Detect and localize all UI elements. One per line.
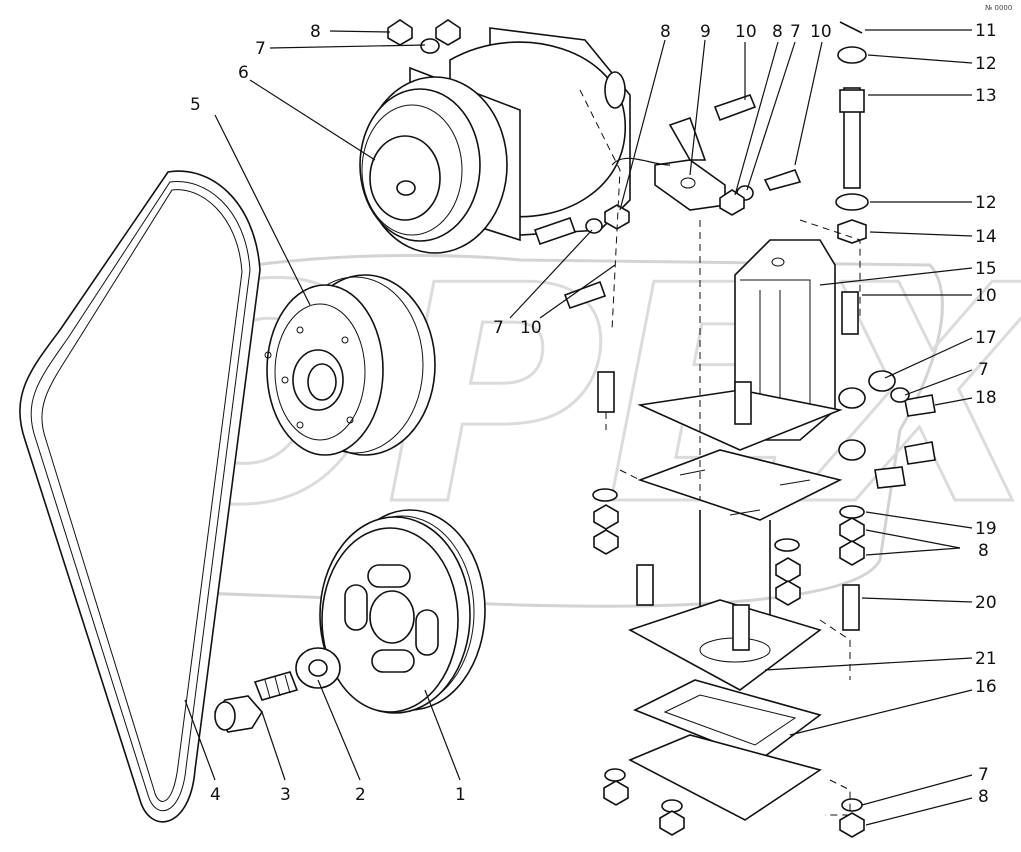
callout-8: 8 <box>978 541 989 561</box>
nuts-8 <box>387 19 865 838</box>
callout-2: 2 <box>355 785 366 805</box>
callout-12: 12 <box>975 54 997 74</box>
washer-2 <box>295 647 341 689</box>
leader-lines <box>184 29 973 826</box>
bolt-20 <box>636 564 860 651</box>
bolt-3 <box>214 671 299 733</box>
callout-4: 4 <box>210 785 221 805</box>
pulley-1 <box>319 509 486 714</box>
corner-mark: № 0000 <box>985 4 1012 12</box>
callout-8: 8 <box>772 22 783 42</box>
callout-20: 20 <box>975 593 997 613</box>
callout-7: 7 <box>978 765 989 785</box>
callout-10: 10 <box>810 22 832 42</box>
callout-17: 17 <box>975 328 997 348</box>
callout-10: 10 <box>735 22 757 42</box>
compressor-pulley-5 <box>264 274 436 456</box>
callout-14: 14 <box>975 227 997 247</box>
callout-16: 16 <box>975 677 997 697</box>
callout-7: 7 <box>493 318 504 338</box>
callout-18: 18 <box>975 388 997 408</box>
bolt-10-group <box>533 94 859 425</box>
callout-6: 6 <box>238 63 249 83</box>
compressor-6 <box>359 27 631 254</box>
watermark-text: OPEX <box>130 222 1021 571</box>
callout-7: 7 <box>978 360 989 380</box>
callout-13: 13 <box>975 86 997 106</box>
callout-12: 12 <box>975 193 997 213</box>
bottom-plate <box>628 734 822 821</box>
callout-8: 8 <box>310 22 321 42</box>
callout-3: 3 <box>280 785 291 805</box>
callout-7: 7 <box>255 39 266 59</box>
callout-19: 19 <box>975 519 997 539</box>
callout-labels: 8 7 6 5 8 9 10 8 7 10 11 12 13 12 14 15 … <box>190 21 997 807</box>
callout-8: 8 <box>978 787 989 807</box>
bolt-18 <box>874 394 936 489</box>
callout-10: 10 <box>975 286 997 306</box>
washer-12 <box>835 46 869 211</box>
callout-9: 9 <box>700 22 711 42</box>
v-belt-4 <box>19 170 261 823</box>
callout-5: 5 <box>190 95 201 115</box>
cotter-pin-11 <box>839 21 863 34</box>
assembly-dashed-lines <box>579 89 861 816</box>
support-21 <box>628 449 843 691</box>
callout-7: 7 <box>790 22 801 42</box>
callout-1: 1 <box>455 785 466 805</box>
nut-14 <box>837 219 867 244</box>
callout-11: 11 <box>975 21 997 41</box>
callout-21: 21 <box>975 649 997 669</box>
callout-8: 8 <box>660 22 671 42</box>
tension-screw-13 <box>839 87 865 189</box>
callout-15: 15 <box>975 259 997 279</box>
callout-10: 10 <box>520 318 542 338</box>
bracket-9 <box>611 116 726 211</box>
